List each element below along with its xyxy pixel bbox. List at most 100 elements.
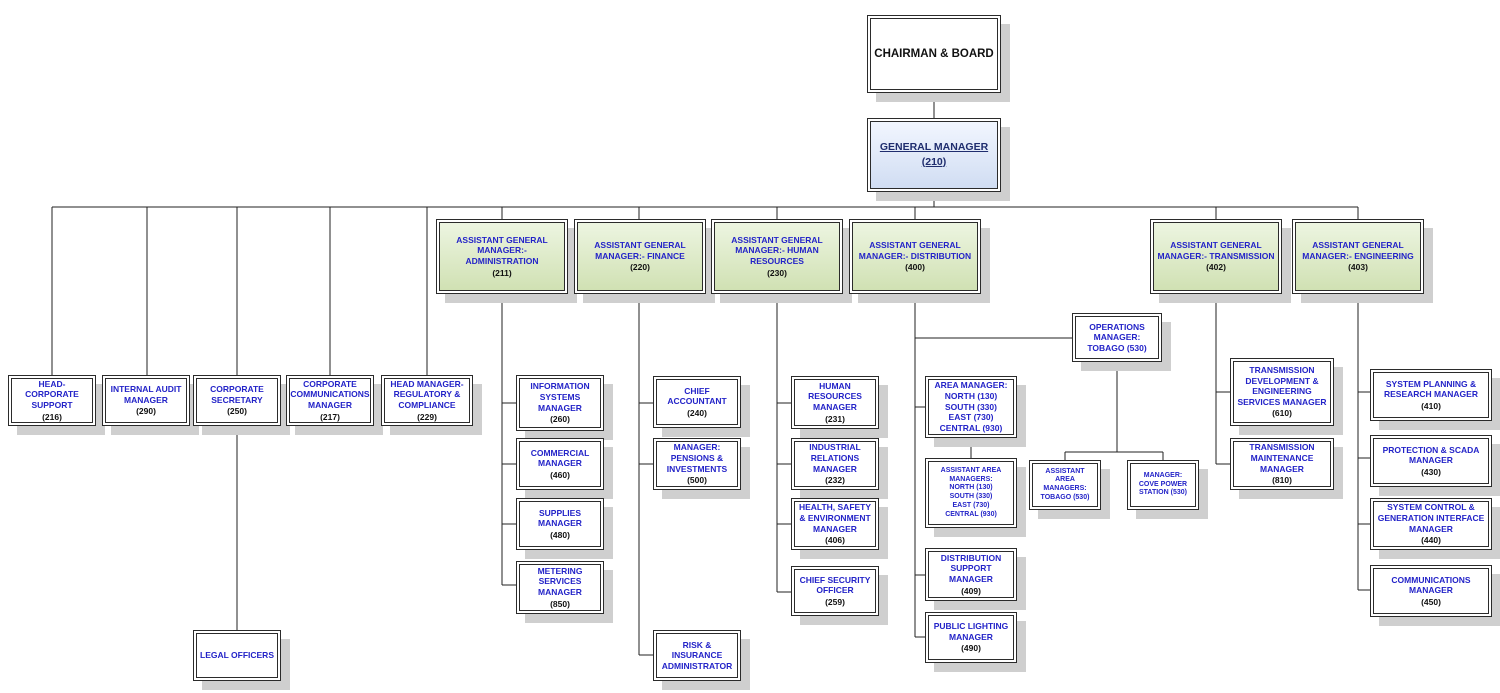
agm-distribution-title: ASSISTANT GENERAL MANAGER:- DISTRIBUTION (858, 240, 972, 261)
agm-hr-code: (230) (767, 267, 787, 278)
eng-report-code: (450) (1421, 596, 1441, 607)
assistant-area-managers-title: ASSISTANT AREA MANAGERS: NORTH (130) SOU… (940, 466, 1002, 518)
legal-officers-title: LEGAL OFFICERS (200, 650, 274, 661)
general-manager-box[interactable]: GENERAL MANAGER (210) (867, 118, 1001, 192)
operations-manager-tobago-box: OPERATIONS MANAGER: TOBAGO (530) (1072, 313, 1162, 362)
agm-engineering-code: (403) (1348, 262, 1368, 273)
metering-services-manager-box: METERING SERVICES MANAGER (850) (516, 561, 604, 614)
admin-report-title: INFORMATION SYSTEMS MANAGER (530, 381, 590, 413)
trans-report-code: (810) (1272, 475, 1292, 486)
area-manager-box: AREA MANAGER: NORTH (130) SOUTH (330) EA… (925, 376, 1017, 438)
cove-power-station-title: MANAGER: COVE POWER STATION (530) (1138, 471, 1188, 497)
chairman-title: CHAIRMAN & BOARD (874, 47, 994, 60)
agm-transmission-title: ASSISTANT GENERAL MANAGER:- TRANSMISSION (1157, 240, 1275, 261)
distribution-support-code: (409) (961, 585, 981, 596)
agm-hr-box: ASSISTANT GENERAL MANAGER:- HUMAN RESOUR… (711, 219, 843, 294)
public-lighting-code: (490) (961, 643, 981, 654)
assistant-area-managers-tobago-box: ASSISTANT AREA MANAGERS: TOBAGO (530) (1029, 460, 1101, 510)
agm-administration-box: ASSISTANT GENERAL MANAGER:- ADMINISTRATI… (436, 219, 568, 294)
public-lighting-title: PUBLIC LIGHTING MANAGER (933, 621, 1009, 642)
risk-insurance-administrator-box: RISK & INSURANCE ADMINISTRATOR (653, 630, 741, 681)
human-resources-manager-box: HUMAN RESOURCES MANAGER (231) (791, 376, 879, 429)
head-manager-regulatory-box: HEAD MANAGER- REGULATORY & COMPLIANCE (2… (381, 375, 473, 426)
area-manager-title: AREA MANAGER: NORTH (130) SOUTH (330) EA… (934, 380, 1008, 433)
system-planning-manager-box: SYSTEM PLANNING & RESEARCH MANAGER (410) (1370, 369, 1492, 421)
trans-report-title: TRANSMISSION DEVELOPMENT & ENGINEERING S… (1237, 364, 1327, 407)
hr-report-title: HUMAN RESOURCES MANAGER (808, 380, 862, 412)
corporate-communications-manager-box: CORPORATE COMMUNICATIONS MANAGER (217) (286, 375, 374, 426)
direct-title: HEAD MANAGER- REGULATORY & COMPLIANCE (390, 378, 464, 410)
distribution-support-title: DISTRIBUTION SUPPORT MANAGER (940, 552, 1002, 584)
finance-report-code: (240) (687, 407, 707, 418)
eng-report-code: (440) (1421, 535, 1441, 546)
admin-report-code: (460) (550, 469, 570, 480)
industrial-relations-manager-box: INDUSTRIAL RELATIONS MANAGER (232) (791, 438, 879, 490)
direct-title: CORPORATE COMMUNICATIONS MANAGER (290, 378, 370, 410)
trans-report-title: TRANSMISSION MAINTENANCE MANAGER (1249, 442, 1315, 474)
admin-report-title: METERING SERVICES MANAGER (537, 565, 583, 597)
chief-security-officer-box: CHIEF SECURITY OFFICER (259) (791, 566, 879, 616)
finance-report-title: RISK & INSURANCE ADMINISTRATOR (661, 639, 733, 671)
hr-report-code: (232) (825, 475, 845, 486)
hr-report-title: HEALTH, SAFETY & ENVIRONMENT MANAGER (798, 502, 872, 534)
agm-administration-code: (211) (492, 267, 512, 278)
finance-report-title: MANAGER: PENSIONS & INVESTMENTS (666, 442, 728, 474)
health-safety-environment-manager-box: HEALTH, SAFETY & ENVIRONMENT MANAGER (40… (791, 498, 879, 550)
agm-transmission-box: ASSISTANT GENERAL MANAGER:- TRANSMISSION… (1150, 219, 1282, 294)
direct-title: HEAD- CORPORATE SUPPORT (25, 378, 79, 410)
commercial-manager-box: COMMERCIAL MANAGER (460) (516, 438, 604, 490)
corporate-secretary-box: CORPORATE SECRETARY (250) (193, 375, 281, 426)
eng-report-code: (410) (1421, 400, 1441, 411)
internal-audit-manager-box: INTERNAL AUDIT MANAGER (290) (102, 375, 190, 426)
admin-report-code: (850) (550, 598, 570, 609)
communications-manager-box: COMMUNICATIONS MANAGER (450) (1370, 565, 1492, 617)
agm-transmission-code: (402) (1206, 262, 1226, 273)
hr-report-title: CHIEF SECURITY OFFICER (799, 574, 871, 596)
admin-report-title: COMMERCIAL MANAGER (530, 447, 590, 469)
finance-report-title: CHIEF ACCOUNTANT (667, 385, 727, 407)
system-control-manager-box: SYSTEM CONTROL & GENERATION INTERFACE MA… (1370, 498, 1492, 550)
agm-finance-code: (220) (630, 262, 650, 273)
hr-report-title: INDUSTRIAL RELATIONS MANAGER (809, 442, 861, 474)
pensions-investments-manager-box: MANAGER: PENSIONS & INVESTMENTS (500) (653, 438, 741, 490)
hr-report-code: (406) (825, 535, 845, 546)
direct-code: (250) (227, 406, 247, 417)
assistant-area-managers-box: ASSISTANT AREA MANAGERS: NORTH (130) SOU… (925, 458, 1017, 528)
admin-report-code: (480) (550, 529, 570, 540)
protection-scada-manager-box: PROTECTION & SCADA MANAGER (430) (1370, 435, 1492, 487)
agm-distribution-code: (400) (905, 262, 925, 273)
gm-title[interactable]: GENERAL MANAGER (879, 141, 989, 154)
direct-code: (217) (320, 411, 340, 422)
eng-report-code: (430) (1421, 466, 1441, 477)
eng-report-title: SYSTEM PLANNING & RESEARCH MANAGER (1384, 378, 1478, 400)
cove-power-station-manager-box: MANAGER: COVE POWER STATION (530) (1127, 460, 1199, 510)
agm-engineering-title: ASSISTANT GENERAL MANAGER:- ENGINEERING (1302, 240, 1414, 261)
information-systems-manager-box: INFORMATION SYSTEMS MANAGER (260) (516, 375, 604, 431)
agm-engineering-box: ASSISTANT GENERAL MANAGER:- ENGINEERING … (1292, 219, 1424, 294)
direct-code: (229) (417, 411, 437, 422)
agm-hr-title: ASSISTANT GENERAL MANAGER:- HUMAN RESOUR… (731, 234, 823, 266)
agm-administration-title: ASSISTANT GENERAL MANAGER:- ADMINISTRATI… (456, 234, 548, 266)
operations-manager-title: OPERATIONS MANAGER: TOBAGO (530) (1087, 321, 1147, 353)
legal-officers-box: LEGAL OFFICERS (193, 630, 281, 681)
admin-report-code: (260) (550, 414, 570, 425)
chairman-board-box: CHAIRMAN & BOARD (867, 15, 1001, 93)
gm-code[interactable]: (210) (921, 155, 947, 168)
eng-report-title: SYSTEM CONTROL & GENERATION INTERFACE MA… (1377, 502, 1485, 534)
agm-finance-title: ASSISTANT GENERAL MANAGER:- FINANCE (594, 240, 686, 261)
direct-code: (216) (42, 411, 62, 422)
chief-accountant-box: CHIEF ACCOUNTANT (240) (653, 376, 741, 428)
direct-code: (290) (136, 406, 156, 417)
transmission-maintenance-manager-box: TRANSMISSION MAINTENANCE MANAGER (810) (1230, 438, 1334, 490)
agm-finance-box: ASSISTANT GENERAL MANAGER:- FINANCE (220… (574, 219, 706, 294)
public-lighting-manager-box: PUBLIC LIGHTING MANAGER (490) (925, 612, 1017, 663)
eng-report-title: PROTECTION & SCADA MANAGER (1382, 444, 1480, 466)
direct-title: CORPORATE SECRETARY (210, 384, 264, 405)
admin-report-title: SUPPLIES MANAGER (538, 507, 582, 529)
hr-report-code: (231) (825, 413, 845, 424)
trans-report-code: (610) (1272, 408, 1292, 419)
eng-report-title: COMMUNICATIONS MANAGER (1391, 574, 1471, 596)
distribution-support-manager-box: DISTRIBUTION SUPPORT MANAGER (409) (925, 548, 1017, 601)
finance-report-code: (500) (687, 475, 707, 486)
